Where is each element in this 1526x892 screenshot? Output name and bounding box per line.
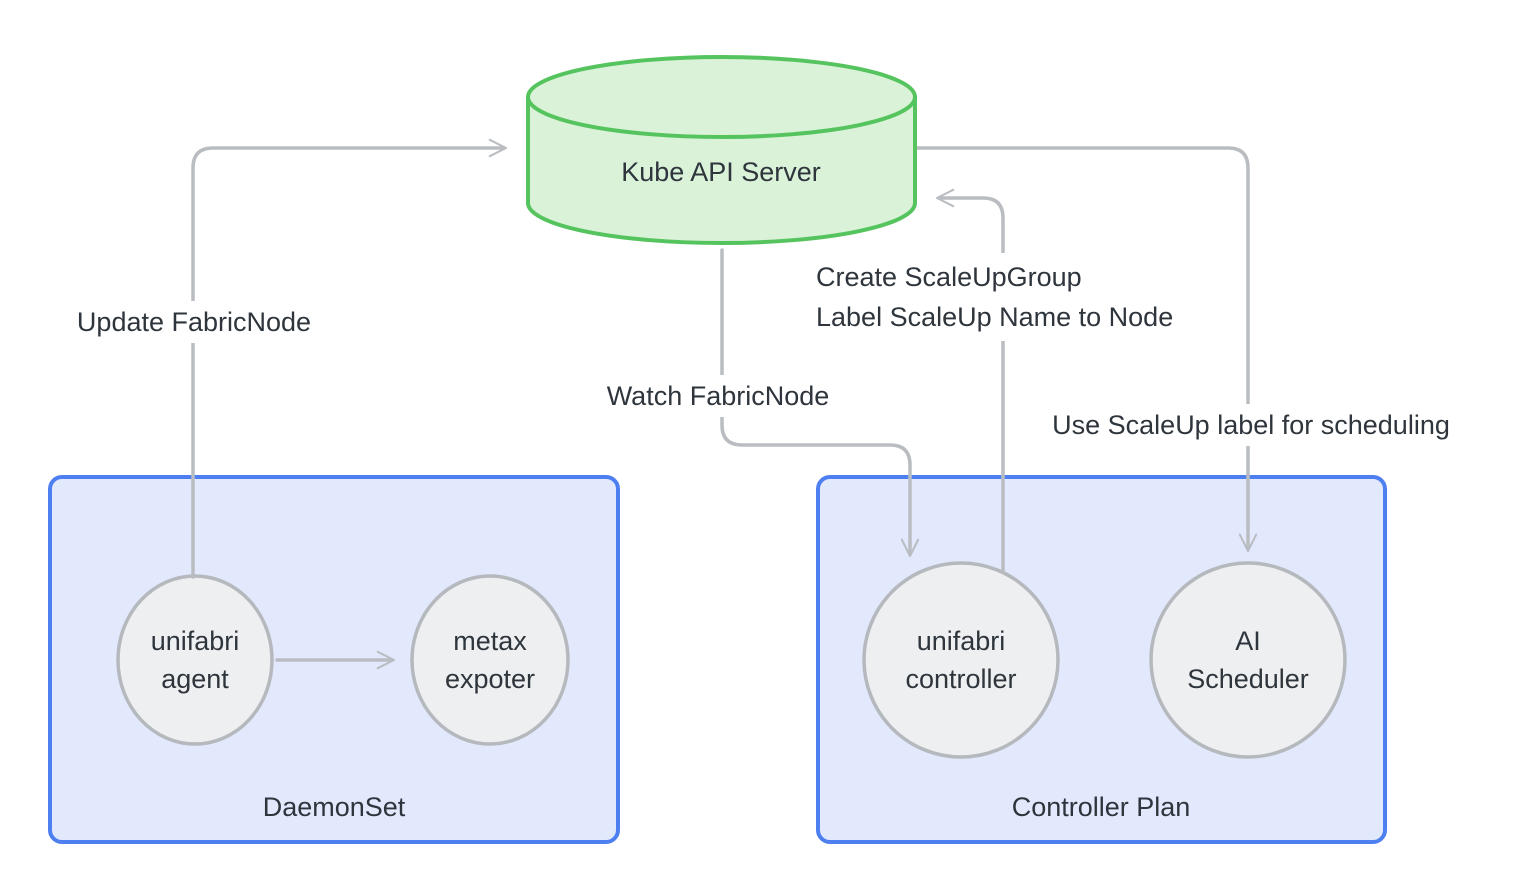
- kube-api-server-cylinder-top: [526, 55, 917, 139]
- edge-label-create-scaleupgroup: Create ScaleUpGroup Label ScaleUp Name t…: [806, 253, 1184, 341]
- controller-plan-group-label: Controller Plan: [1011, 792, 1191, 822]
- metax-expoter-label-line1: metax: [453, 626, 527, 656]
- unifabri-controller-label: unifabri controller: [905, 622, 1016, 698]
- unifabri-controller-label-line1: unifabri: [916, 626, 1006, 656]
- edge-label-create-scaleupgroup-line2: Label ScaleUp Name to Node: [816, 302, 1174, 332]
- metax-expoter-label: metax expoter: [445, 622, 535, 698]
- edge-watch-fabricnode: [720, 248, 920, 558]
- unifabri-controller-node: [862, 561, 1060, 759]
- ai-scheduler-node: [1149, 561, 1347, 759]
- kube-api-server-label: Kube API Server: [621, 157, 821, 187]
- unifabri-agent-label-line1: unifabri: [150, 626, 240, 656]
- edge-use-scaleup-label: [913, 146, 1258, 553]
- edge-label-use-scaleup: Use ScaleUp label for scheduling: [1042, 404, 1460, 446]
- ai-scheduler-label-line1: AI: [1235, 626, 1261, 656]
- edge-label-watch-fabricnode: Watch FabricNode: [596, 375, 840, 417]
- metax-expoter-label-line2: expoter: [444, 664, 536, 694]
- daemonset-group-label: DaemonSet: [262, 792, 406, 822]
- edge-update-fabricnode: [191, 138, 508, 579]
- ai-scheduler-label-line2: Scheduler: [1187, 664, 1309, 694]
- unifabri-controller-label-line2: controller: [905, 664, 1017, 694]
- ai-scheduler-label: AI Scheduler: [1187, 622, 1309, 698]
- edge-create-scaleupgroup: [935, 188, 1005, 574]
- edge-label-update-fabricnode: Update FabricNode: [66, 301, 322, 343]
- edge-label-create-scaleupgroup-line1: Create ScaleUpGroup: [816, 262, 1082, 292]
- unifabri-agent-label: unifabri agent: [151, 622, 240, 698]
- unifabri-agent-node: [116, 574, 274, 746]
- metax-expoter-node: [410, 574, 570, 746]
- unifabri-agent-label-line2: agent: [161, 664, 229, 694]
